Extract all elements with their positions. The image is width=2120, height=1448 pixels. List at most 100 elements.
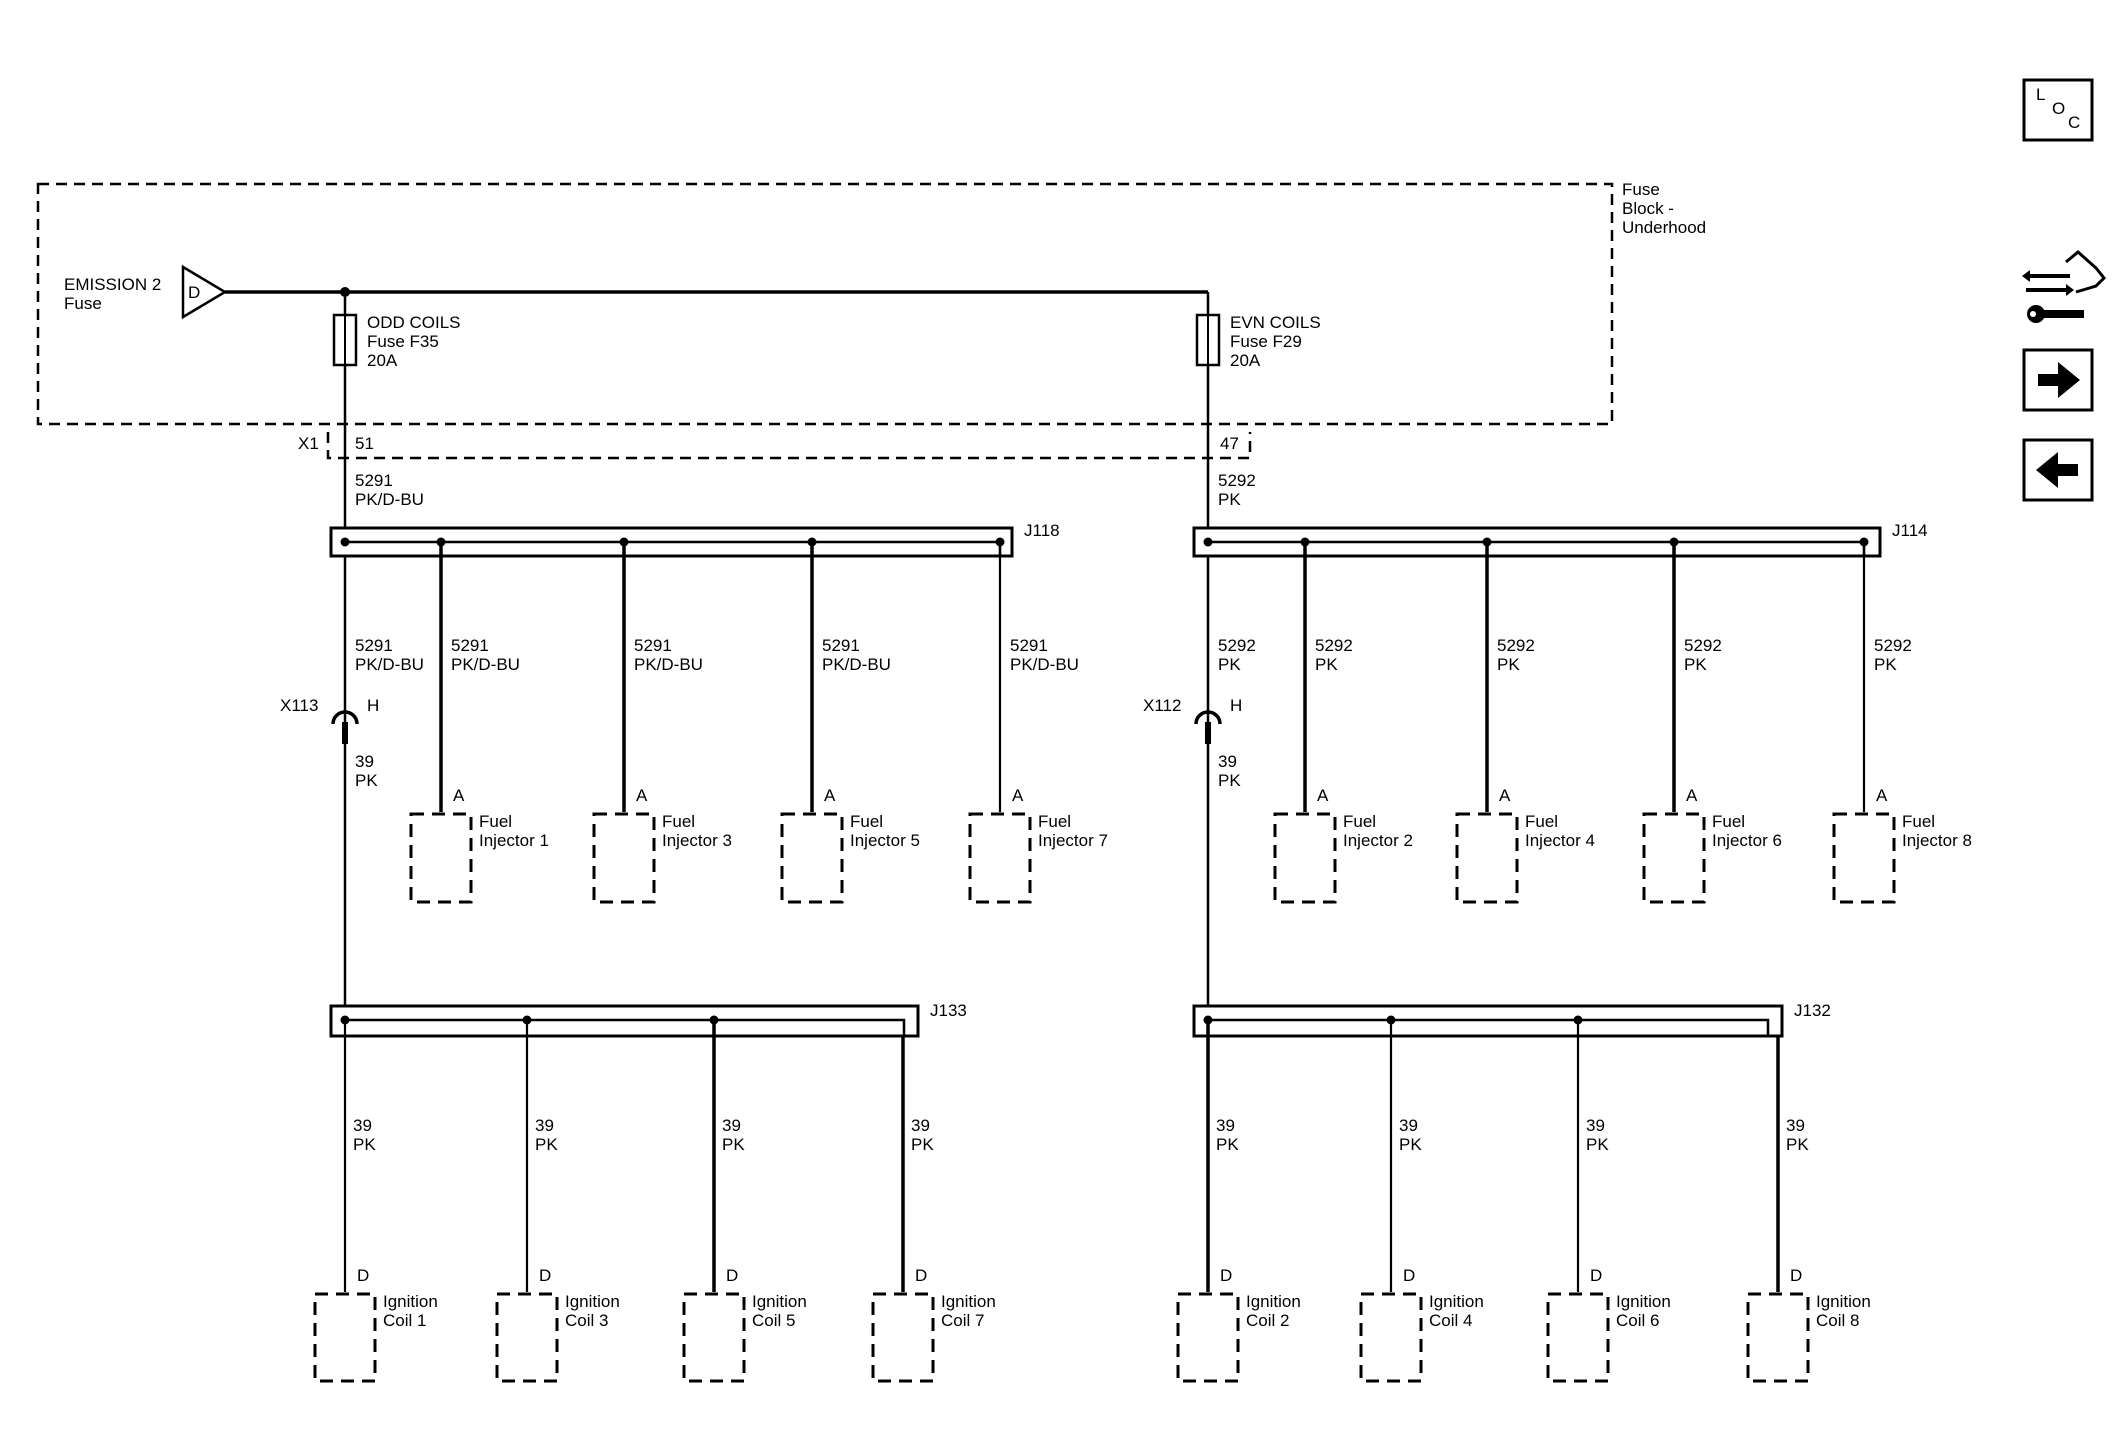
- ignition-coil-label: Coil 1: [383, 1311, 426, 1330]
- connector-pin-label: A: [1686, 786, 1698, 805]
- fuel-injector-label: Fuel: [662, 812, 695, 831]
- ignition-coil-label: Coil 8: [1816, 1311, 1859, 1330]
- connector-pin-label: D: [357, 1266, 369, 1285]
- wire-color-label: PK/D-BU: [1010, 655, 1079, 674]
- wire-color-label: PK: [1586, 1135, 1609, 1154]
- fuel-injector-label: Fuel: [1902, 812, 1935, 831]
- circuit-number-label: 5291: [451, 636, 489, 655]
- circuit-number-label: 39: [722, 1116, 741, 1135]
- location-button-l: L: [2036, 85, 2045, 104]
- circuit-number-label: 5292: [1497, 636, 1535, 655]
- fuel-injector: [780, 812, 844, 904]
- location-button[interactable]: L O C: [2022, 78, 2094, 142]
- wire-color-label: PK: [355, 771, 378, 790]
- circuit-number-label: 5292: [1218, 636, 1256, 655]
- circuit-number-label: 39: [1399, 1116, 1418, 1135]
- connector-x1-label: X1: [298, 434, 319, 453]
- connector-pin-label: D: [539, 1266, 551, 1285]
- circuit-number-label: 39: [1786, 1116, 1805, 1135]
- fuse-block-label: Fuse: [1622, 180, 1660, 199]
- circuit-number-label: 39: [1216, 1116, 1235, 1135]
- inline-connector-symbol: [1194, 710, 1222, 725]
- fuel-injector-label: Fuel: [1712, 812, 1745, 831]
- circuit-number-label: 5291: [355, 636, 393, 655]
- source-name: EMISSION 2: [64, 275, 161, 294]
- wire-color-label: PK: [1874, 655, 1897, 674]
- ignition-coil: [871, 1292, 935, 1383]
- wire-color-label: PK: [911, 1135, 934, 1154]
- fuel-injector-label: Injector 2: [1343, 831, 1413, 850]
- ignition-coil-label: Ignition: [1616, 1292, 1671, 1311]
- fuel-injector-label: Injector 6: [1712, 831, 1782, 850]
- circuit-number-label: 39: [355, 752, 374, 771]
- fuel-injector-label: Fuel: [479, 812, 512, 831]
- connector-info-button[interactable]: [2022, 250, 2107, 323]
- next-button[interactable]: [2022, 348, 2094, 412]
- ignition-coil-label: Ignition: [1246, 1292, 1301, 1311]
- wire-color-label: PK: [1786, 1135, 1809, 1154]
- connector-pin-label: D: [726, 1266, 738, 1285]
- fuse-f29-name: EVN COILS: [1230, 313, 1321, 332]
- fuse-f35-name: ODD COILS: [367, 313, 461, 332]
- ignition-coil: [495, 1292, 559, 1383]
- fuse-f35-rating: 20A: [367, 351, 398, 370]
- wire-color-label: PK: [1218, 490, 1241, 509]
- circuit-number-label: 5292: [1874, 636, 1912, 655]
- connector-pin-label: A: [453, 786, 465, 805]
- circuit-number-label: 5292: [1218, 471, 1256, 490]
- fuel-injector: [1455, 812, 1519, 904]
- location-button-o: O: [2052, 99, 2065, 118]
- splice-pack-label: J133: [930, 1001, 967, 1020]
- wire-color-label: PK: [1684, 655, 1707, 674]
- wire-color-label: PK: [1218, 655, 1241, 674]
- fuel-injector: [1273, 812, 1337, 904]
- circuit-number-label: 39: [1218, 752, 1237, 771]
- fuel-injector-label: Injector 8: [1902, 831, 1972, 850]
- inline-connector-pin-label: H: [367, 696, 379, 715]
- splice-dot: [340, 537, 350, 547]
- circuit-number-label: 5291: [1010, 636, 1048, 655]
- fuel-injector-label: Injector 4: [1525, 831, 1595, 850]
- connector-pin-label: D: [1403, 1266, 1415, 1285]
- ignition-coil: [1746, 1292, 1810, 1383]
- connector-pin-label: D: [1790, 1266, 1802, 1285]
- circuit-number-label: 5291: [355, 471, 393, 490]
- wire-color-label: PK: [1218, 771, 1241, 790]
- circuit-number-label: 5292: [1315, 636, 1353, 655]
- ignition-coil-label: Coil 2: [1246, 1311, 1289, 1330]
- ignition-coil-label: Coil 5: [752, 1311, 795, 1330]
- connector-x1-outline: [326, 432, 1252, 460]
- ignition-coil-label: Ignition: [1429, 1292, 1484, 1311]
- connector-pin-label: A: [1876, 786, 1888, 805]
- ignition-coil-label: Ignition: [383, 1292, 438, 1311]
- ignition-coil-label: Ignition: [752, 1292, 807, 1311]
- splice-pack-label: J118: [1024, 521, 1060, 540]
- fuel-injector-label: Injector 1: [479, 831, 549, 850]
- fuel-injector: [592, 812, 656, 904]
- previous-button[interactable]: [2022, 438, 2094, 502]
- fuse-block-label: Underhood: [1622, 218, 1706, 237]
- fuel-injector-label: Fuel: [1343, 812, 1376, 831]
- wire-color-label: PK: [1315, 655, 1338, 674]
- circuit-number-label: 5291: [634, 636, 672, 655]
- fuel-injector: [968, 812, 1032, 904]
- ignition-coil-label: Ignition: [565, 1292, 620, 1311]
- connector-pin-label: A: [1012, 786, 1024, 805]
- wire-color-label: PK/D-BU: [822, 655, 891, 674]
- ignition-coil-label: Coil 6: [1616, 1311, 1659, 1330]
- fuel-injector: [409, 812, 473, 904]
- fuel-injector-label: Injector 3: [662, 831, 732, 850]
- connector-pin-label: A: [1317, 786, 1329, 805]
- arrow-right-icon: [2038, 362, 2080, 398]
- wire-color-label: PK: [535, 1135, 558, 1154]
- source-connector-symbol: [181, 264, 228, 320]
- fuel-injector-label: Fuel: [1038, 812, 1071, 831]
- fuel-injector-label: Injector 5: [850, 831, 920, 850]
- connector-pin-label: D: [1590, 1266, 1602, 1285]
- wire-color-label: PK/D-BU: [634, 655, 703, 674]
- connector-wrench-icon: [2022, 250, 2107, 323]
- fuse-block-label: Block -: [1622, 199, 1674, 218]
- fuel-injector-label: Fuel: [1525, 812, 1558, 831]
- inline-connector-label: X113: [280, 696, 318, 715]
